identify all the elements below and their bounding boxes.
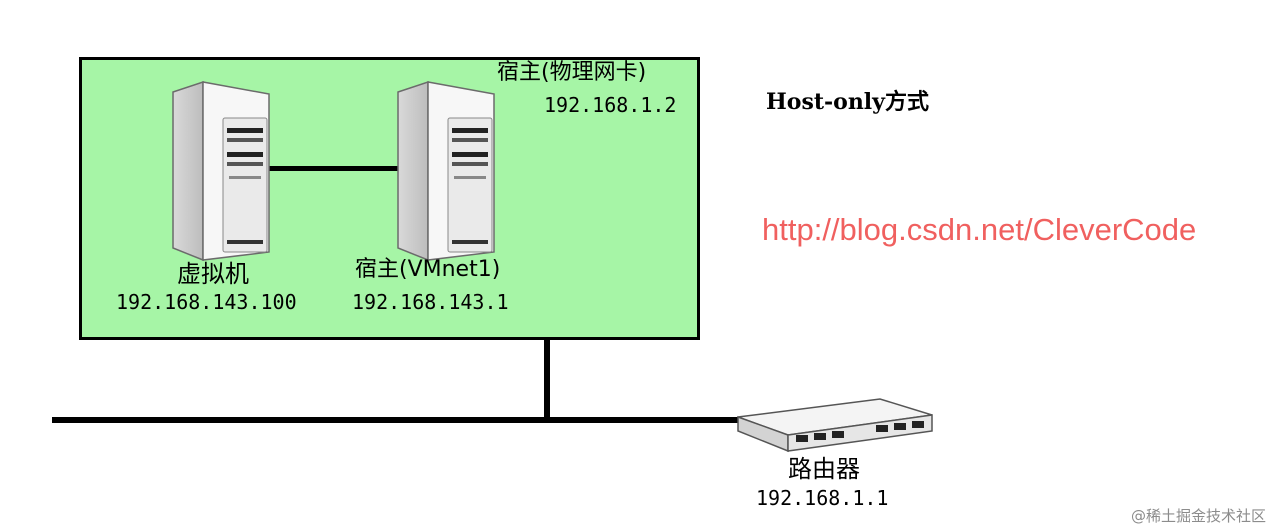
vm-to-vmnet-link: [268, 166, 400, 171]
watermark: @稀土掘金技术社区: [1130, 507, 1266, 525]
diagram-title: Host-only方式: [766, 89, 929, 115]
host-uplink-wire: [544, 340, 550, 420]
server-icon: [172, 80, 270, 262]
router-name: 路由器: [788, 455, 860, 483]
source-url: http://blog.csdn.net/CleverCode: [762, 212, 1197, 247]
router-icon: [737, 398, 933, 453]
router-ip: 192.168.1.1: [756, 486, 889, 510]
lan-bus-wire: [52, 417, 752, 423]
vm-ip: 192.168.143.100: [116, 290, 297, 314]
host-nic-name: 宿主(物理网卡): [497, 60, 647, 85]
host-nic-ip: 192.168.1.2: [544, 93, 677, 117]
host-vmnet-name: 宿主(VMnet1): [355, 257, 501, 282]
host-vmnet-ip: 192.168.143.1: [352, 290, 509, 314]
server-icon: [397, 80, 495, 262]
vm-name: 虚拟机: [177, 260, 249, 288]
